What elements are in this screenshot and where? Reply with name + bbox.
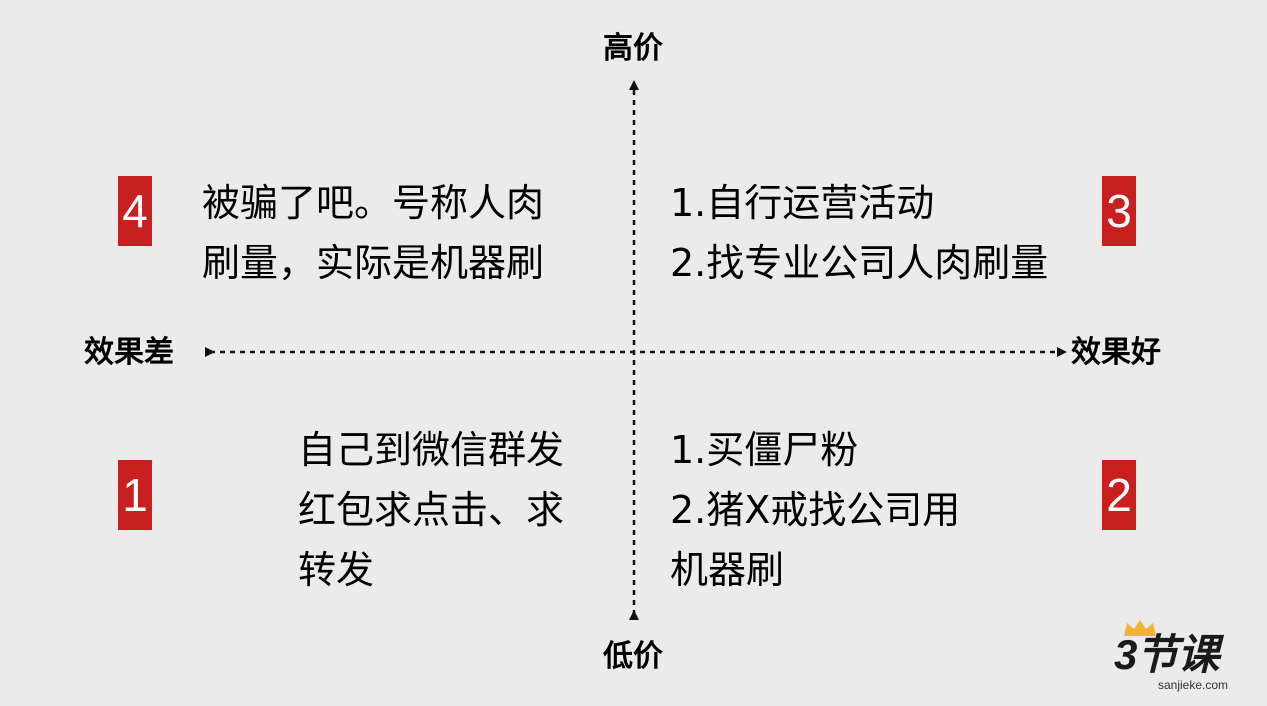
- brand-logo: 3节课 sanjieke.com: [1112, 618, 1242, 698]
- logo-wordmark: 3节课: [1114, 631, 1219, 678]
- quadrant-2-badge: 2: [1102, 460, 1136, 530]
- quadrant-1-line-3: 转发: [298, 548, 375, 592]
- axis-label-poor-effect: 效果差: [84, 335, 174, 370]
- quadrant-4-text: 被骗了吧。号称人肉 刷量，实际是机器刷: [202, 173, 544, 293]
- axis-label-good-effect: 效果好: [1071, 335, 1161, 370]
- axis-label-high-price: 高价: [603, 31, 663, 66]
- quadrant-1-badge: 1: [118, 460, 152, 530]
- quadrant-2-text: 1.买僵尸粉 2.猪X戒找公司用 机器刷: [670, 420, 960, 600]
- quadrant-3-badge: 3: [1102, 176, 1136, 246]
- crown-icon: [1124, 620, 1156, 636]
- quadrant-3-line-2: 2.找专业公司人肉刷量: [670, 241, 1049, 285]
- axis-label-low-price: 低价: [603, 639, 663, 674]
- quadrant-2-line-1: 1.买僵尸粉: [670, 428, 859, 472]
- quadrant-1-line-1: 自己到微信群发: [298, 428, 565, 472]
- quadrant-4-badge: 4: [118, 176, 152, 246]
- quadrant-1-line-2: 红包求点击、求: [298, 488, 565, 532]
- quadrant-4-line-1: 被骗了吧。号称人肉: [202, 181, 545, 225]
- quadrant-2-line-2: 2.猪X戒找公司用: [670, 488, 961, 532]
- crown-shape: [1124, 620, 1156, 636]
- quadrant-1-text: 自己到微信群发 红包求点击、求 转发: [298, 420, 564, 600]
- quadrant-2-line-3: 机器刷: [670, 548, 785, 592]
- quadrant-3-text: 1.自行运营活动 2.找专业公司人肉刷量: [670, 173, 1048, 293]
- quadrant-4-line-2: 刷量，实际是机器刷: [202, 241, 545, 285]
- logo-url: sanjieke.com: [1158, 678, 1229, 692]
- quadrant-3-line-1: 1.自行运营活动: [670, 181, 935, 225]
